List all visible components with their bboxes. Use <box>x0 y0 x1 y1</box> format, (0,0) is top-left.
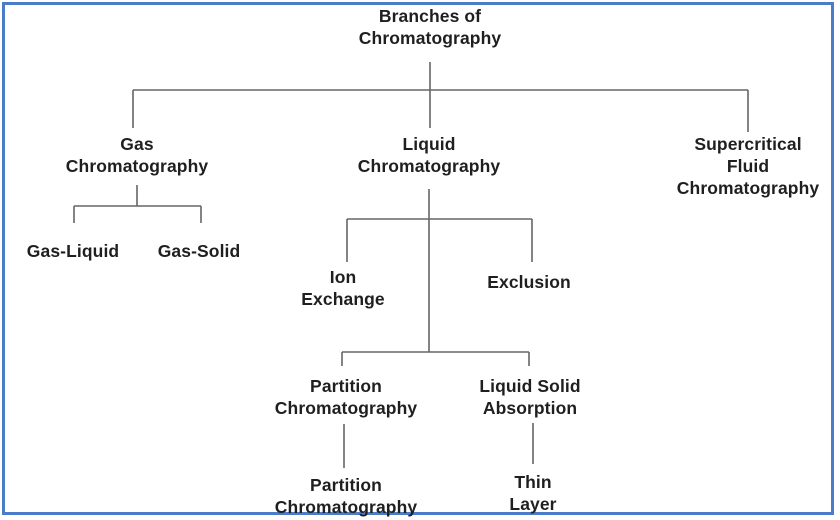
node-exclusion: Exclusion <box>487 272 571 292</box>
node-thin-layer: Thin Layer <box>509 472 557 514</box>
connector-liquid-to-lower-children <box>341 351 530 366</box>
node-liquid-solid-absorption: Liquid Solid Absorption <box>479 376 581 418</box>
node-gas-liquid: Gas-Liquid <box>26 241 120 261</box>
node-liquid-chromatography: Liquid Chromatography <box>357 134 501 176</box>
node-branches-of-chromatography: Branches of Chromatography <box>358 6 502 48</box>
node-partition-chromatography-bottom: Partition Chromatography <box>274 475 418 517</box>
node-gas-chromatography: Gas Chromatography <box>65 134 209 176</box>
node-gas-solid: Gas-Solid <box>157 241 241 261</box>
connector-liquid-to-children <box>346 189 533 352</box>
node-partition-chromatography-mid: Partition Chromatography <box>274 376 418 418</box>
connector-gas-to-children <box>73 185 202 223</box>
connector-root-to-level1 <box>132 62 749 132</box>
node-ion-exchange: Ion Exchange <box>301 267 385 309</box>
node-supercritical-fluid-chromatography: Supercritical Fluid Chromatography <box>676 134 820 198</box>
